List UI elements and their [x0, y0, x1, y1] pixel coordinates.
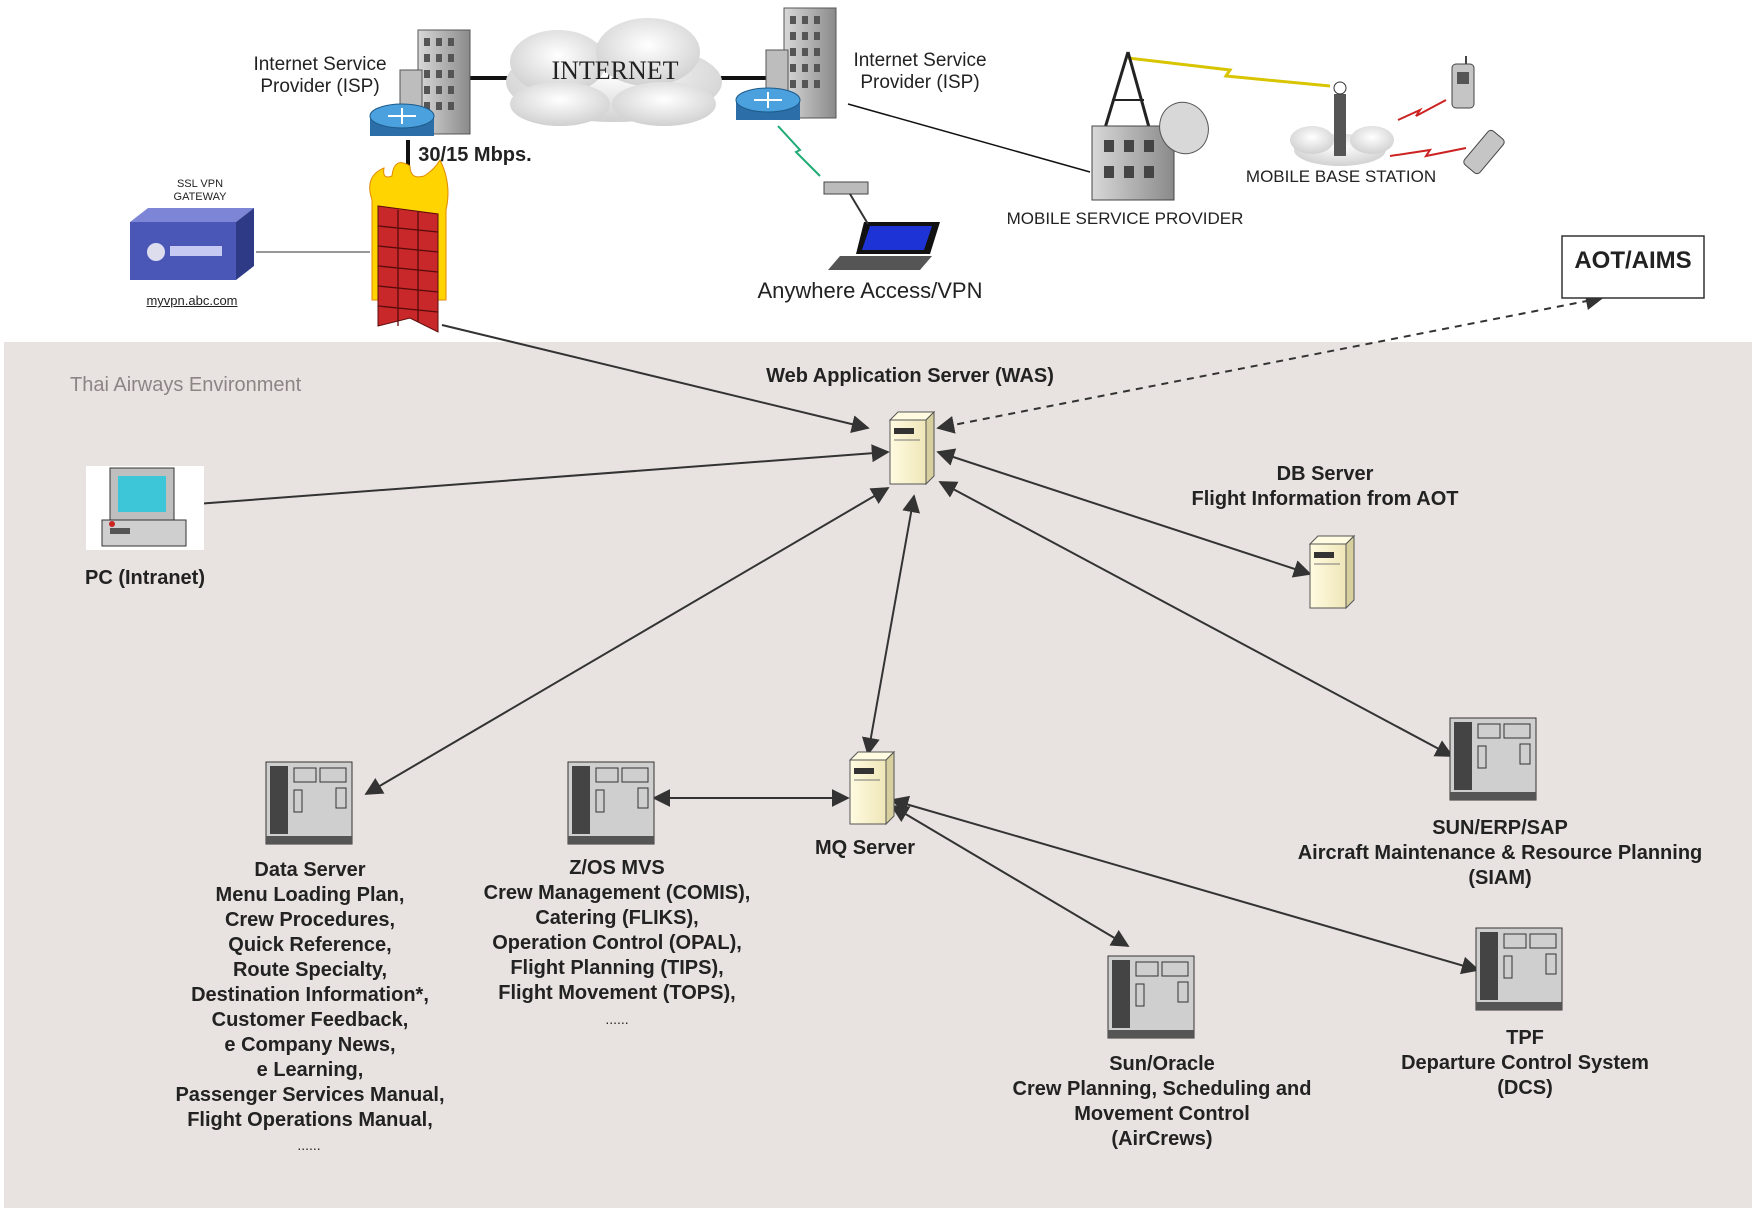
environment-label: Thai Airways Environment — [70, 374, 302, 396]
was-server-icon — [888, 410, 936, 486]
anywhere-access-label: Anywhere Access/VPN — [757, 278, 983, 303]
db-server-icon — [1308, 534, 1356, 610]
was-label: Web Application Server (WAS) — [766, 365, 1054, 387]
tpf-label: TPF Departure Control System (DCS) — [1401, 1027, 1649, 1099]
was-dataserver-link — [364, 487, 890, 795]
isp-right-label: Internet Service Provider (ISP) — [853, 50, 987, 93]
mobile-base-station-icon — [1290, 81, 1394, 166]
firewall-to-was-link — [441, 324, 870, 433]
data-server-icon — [265, 761, 353, 845]
bandwidth-label: 30/15 Mbps. — [418, 144, 532, 166]
tpf-server-icon — [1475, 927, 1563, 1011]
connection-lines — [195, 292, 1604, 975]
data-more-label: ...... — [297, 1137, 321, 1153]
was-siam-link — [938, 481, 1454, 757]
pc-icon — [86, 466, 204, 550]
mq-server-icon — [848, 750, 896, 826]
aot-to-was-link — [936, 292, 1604, 434]
aot-aims-box — [1561, 235, 1705, 299]
isp-left-label: Internet Service Provider (ISP) — [253, 54, 387, 97]
sun-oracle-label: Sun/Oracle Crew Planning, Scheduling and… — [1012, 1053, 1312, 1150]
aot-aims-label: AOT/AIMS — [1574, 247, 1692, 274]
sun-oracle-server-icon — [1107, 955, 1195, 1039]
internet-label: INTERNET — [551, 56, 679, 85]
firewall-icon — [369, 158, 449, 333]
mq-tpf-link — [890, 795, 1480, 975]
pc-to-was-link — [195, 444, 890, 505]
siam-server-icon — [1449, 717, 1537, 801]
mq-sunoracle-link — [890, 805, 1130, 947]
zos-mainframe-icon — [567, 761, 655, 845]
isp-left-router-icon — [369, 103, 435, 136]
mobile-phone-icon — [1451, 56, 1475, 109]
mobile-tower-icon — [1091, 51, 1209, 201]
mobile-service-provider-label: MOBILE SERVICE PROVIDER — [1006, 209, 1244, 228]
zos-more-label: ...... — [605, 1011, 629, 1027]
vpn-url-label: myvpn.abc.com — [146, 293, 238, 308]
internet-cloud — [506, 18, 722, 126]
mobile-phone-2-icon — [1463, 129, 1505, 175]
ssl-vpn-gateway-label: SSL VPN GATEWAY — [173, 178, 227, 203]
laptop-icon — [823, 181, 940, 270]
zos-label: Z/OS MVS Crew Management (COMIS), Cateri… — [483, 857, 751, 1004]
siam-label: SUN/ERP/SAP Aircraft Maintenance & Resou… — [1297, 817, 1703, 889]
mq-server-label: MQ Server — [814, 837, 916, 859]
mobile-base-station-label: MOBILE BASE STATION — [1245, 167, 1437, 186]
was-mq-link — [861, 494, 921, 756]
data-server-label: Data Server Menu Loading Plan, Crew Proc… — [175, 859, 445, 1131]
pc-label: PC (Intranet) — [85, 567, 205, 589]
db-server-label: DB Server Flight Information from AOT — [1191, 463, 1459, 510]
isp-right-router-icon — [735, 87, 801, 120]
ssl-vpn-gateway-icon — [130, 208, 254, 280]
